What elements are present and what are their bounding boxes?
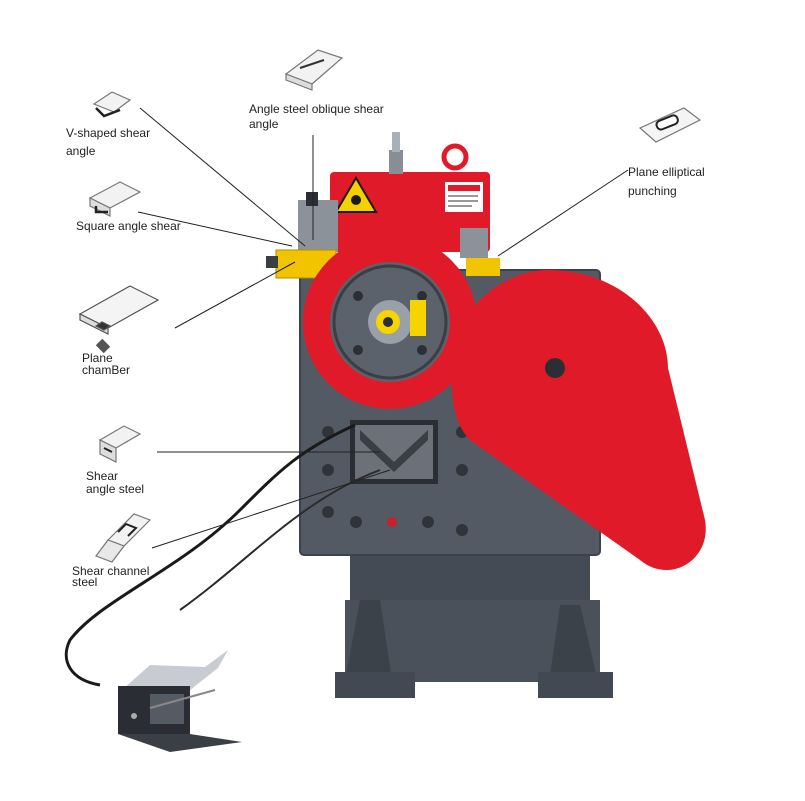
label-line: V-shaped shear [66,126,151,140]
upper-shear-block [266,192,338,279]
plane-chamber-icon [78,285,160,354]
label-line: punching [628,184,677,198]
label-v-shaped-shear: V-shaped shear angle [66,126,150,159]
leader-lines [137,107,629,549]
label-line: Plane elliptical [628,165,705,179]
label-line: Square angle shear [76,219,181,233]
label-line: chamBer [82,363,131,377]
square-angle-shear-icon [88,181,142,217]
channel-steel-shear-icon [95,513,152,563]
label-line: angle steel [86,482,145,496]
label-plane-elliptical-punching: Plane elliptical punching [628,165,705,199]
crank-guard [451,270,706,571]
label-angle-steel-oblique-shear: Angle steel oblique shear angle [249,102,384,132]
label-line: angle [66,144,96,158]
pedal-cable [64,423,356,687]
label-line: Plane [82,351,113,365]
label-line: angle [249,117,279,131]
label-shear-channel-steel: Shear channel steel [72,564,150,589]
label-line: Angle steel oblique shear [249,102,384,116]
label-shear-angle-steel: Shear angle steel [86,470,144,496]
flywheel [303,235,477,409]
top-housing [330,132,490,252]
label-square-angle-shear: Square angle shear [76,219,181,234]
label-line: steel [72,575,98,589]
label-line: Shear [86,469,119,483]
label-plane-chamber: Plane chamBer [82,352,130,376]
punch-guard [460,228,500,276]
v-shaped-shear-icon [92,91,132,118]
label-line: Shear channel [72,564,150,578]
hazard-triangle-icon [334,176,378,213]
machine-base [335,555,613,698]
elliptical-punch-icon [638,107,702,143]
oblique-angle-shear-icon [284,49,344,91]
foot-pedal-icon [118,650,242,752]
angle-steel-shear-icon [98,425,142,463]
